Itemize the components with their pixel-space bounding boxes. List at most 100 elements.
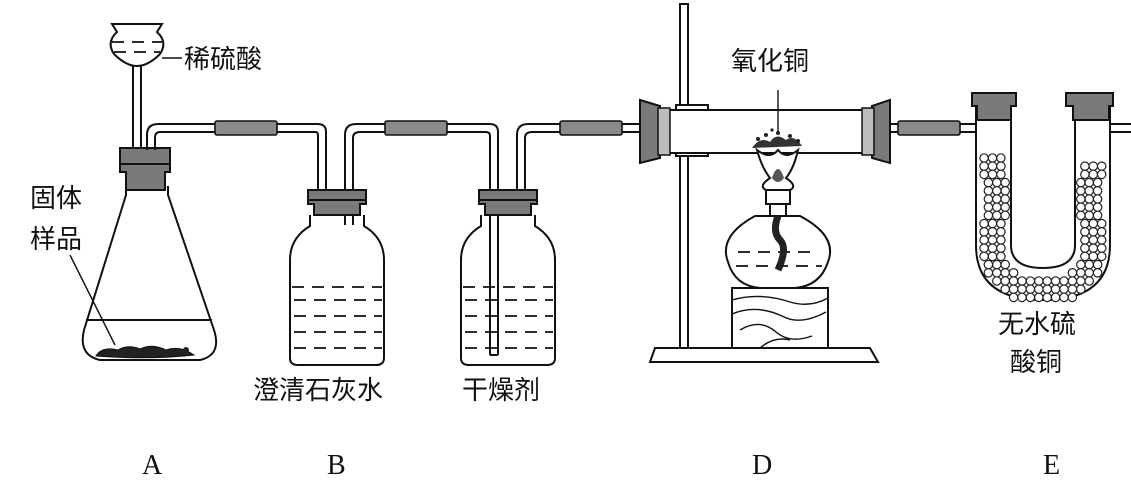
granule [1080, 169, 1090, 180]
granule [996, 243, 1006, 253]
granule [1076, 284, 1086, 294]
apparatus-c [460, 120, 640, 366]
granule [1034, 284, 1044, 294]
granule [1067, 292, 1078, 303]
stopper-c [478, 189, 538, 216]
granule [1050, 284, 1061, 294]
granule [1076, 177, 1086, 188]
granule [983, 186, 994, 196]
label-solid-sample-line1: 固体 [30, 184, 82, 214]
granule [996, 153, 1006, 163]
lamp-flame [755, 147, 800, 191]
granule [996, 251, 1006, 262]
wooden-block [731, 287, 829, 349]
alcohol-lamp [724, 189, 832, 289]
granule [1088, 169, 1099, 180]
granule [1084, 194, 1094, 204]
granule [983, 177, 994, 188]
granule [1076, 194, 1086, 204]
granule [1017, 284, 1027, 294]
granule [1050, 276, 1061, 286]
granule [987, 153, 998, 163]
granule [1000, 267, 1010, 278]
caption-e: E [1043, 450, 1060, 481]
granule [1096, 218, 1107, 229]
granule [983, 259, 994, 270]
granule [1092, 202, 1103, 212]
granule [983, 267, 994, 278]
granule [987, 243, 998, 253]
granule [983, 210, 994, 221]
granule [1084, 259, 1094, 270]
granule [991, 194, 1002, 204]
conical-flask [69, 186, 218, 361]
granule [1076, 267, 1086, 278]
granule [1000, 194, 1010, 204]
label-desiccant: 干燥剂 [462, 376, 540, 406]
label-anhydrous-cuso4-line1: 无水硫 [998, 310, 1076, 340]
granule [987, 218, 998, 229]
granule [1000, 186, 1010, 196]
granule [996, 161, 1006, 171]
granule [987, 235, 998, 245]
granule [991, 202, 1002, 212]
label-solid-sample-line2: 样品 [30, 225, 82, 255]
granule [987, 169, 998, 180]
label-clear-limewater: 澄清石灰水 [253, 376, 383, 406]
granule [991, 177, 1002, 188]
granule [1096, 251, 1107, 262]
granule [1042, 292, 1052, 303]
caption-b: B [327, 450, 346, 481]
granule [979, 153, 989, 163]
stopper-d-left [639, 98, 661, 165]
granule [1092, 267, 1103, 278]
granule [1080, 235, 1090, 245]
granule [996, 218, 1006, 229]
granule [1000, 177, 1010, 188]
granule [979, 218, 989, 229]
granule [1008, 292, 1019, 303]
granule [979, 243, 989, 253]
granule [1096, 235, 1107, 245]
granule [1084, 186, 1094, 196]
granule [1000, 284, 1010, 294]
label-copper-oxide: 氧化铜 [731, 47, 809, 77]
granule [991, 267, 1002, 278]
apparatus-a [69, 23, 327, 361]
granule [1008, 267, 1019, 278]
granule [1096, 161, 1107, 171]
granule [1025, 284, 1036, 294]
granule [1042, 284, 1052, 294]
granule [1067, 267, 1078, 278]
label-anhydrous-cuso4-line2: 酸铜 [1010, 348, 1062, 378]
granule [1025, 292, 1036, 303]
granule [1000, 210, 1010, 221]
granule [1084, 276, 1094, 286]
granule [1076, 259, 1086, 270]
granule [1080, 227, 1090, 237]
granule [1088, 251, 1099, 262]
granule [1000, 202, 1010, 212]
apparatus-b [289, 120, 499, 366]
stopper-a [119, 147, 171, 191]
granule [983, 194, 994, 204]
granule [1034, 292, 1044, 303]
granule [1088, 227, 1099, 237]
granule [1008, 284, 1019, 294]
granule [1017, 292, 1027, 303]
granule [1080, 161, 1090, 171]
granule [1096, 243, 1107, 253]
granule [1080, 251, 1090, 262]
stopper-e-left [971, 92, 1017, 121]
granule [1096, 227, 1107, 237]
granule [1084, 267, 1094, 278]
copper-oxide-powder [752, 90, 802, 148]
granule [1092, 194, 1103, 204]
granule [1000, 276, 1010, 286]
granule [979, 251, 989, 262]
granule [1076, 210, 1086, 221]
granule [1088, 161, 1099, 171]
granule [1059, 276, 1069, 286]
